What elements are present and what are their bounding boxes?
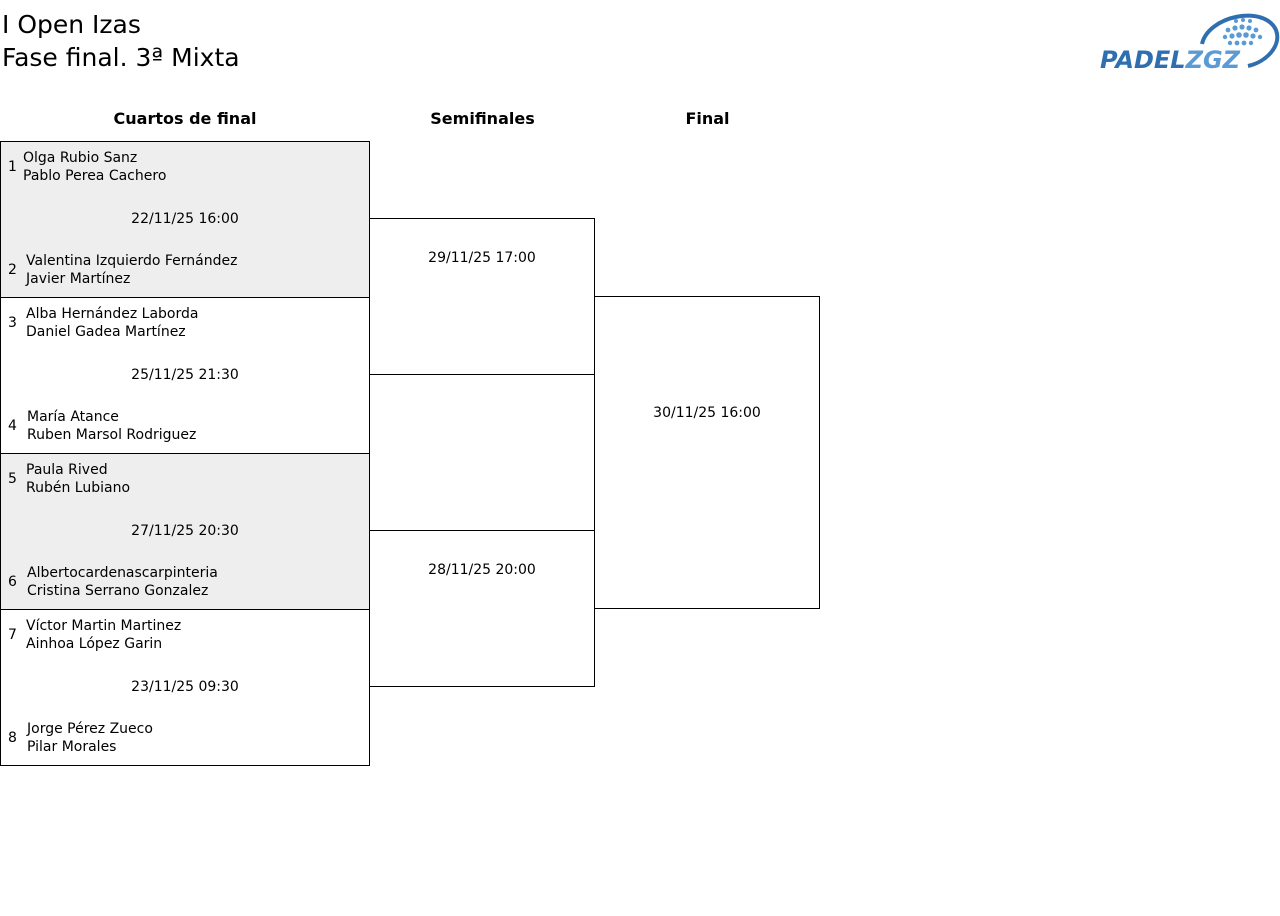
- player-name: Cristina Serrano Gonzalez: [27, 583, 209, 599]
- player-name: Rubén Lubiano: [26, 480, 131, 496]
- round-header-quarters: Cuartos de final: [113, 109, 257, 128]
- match-datetime: 25/11/25 21:30: [131, 367, 239, 383]
- round-header-final: Final: [685, 109, 730, 128]
- seed-number: 4: [8, 418, 17, 434]
- match-datetime: 22/11/25 16:00: [131, 211, 239, 227]
- match-datetime: 29/11/25 17:00: [428, 250, 536, 266]
- player-name: Pablo Perea Cachero: [23, 168, 167, 184]
- team-slot: 5 Paula Rived Rubén Lubiano: [1, 461, 369, 501]
- match-datetime: 28/11/25 20:00: [428, 562, 536, 578]
- team-slot: 8 Jorge Pérez Zueco Pilar Morales: [1, 720, 369, 760]
- player-name: Ruben Marsol Rodriguez: [27, 427, 197, 443]
- player-name: María Atance: [27, 409, 119, 425]
- team-slot: 3 Alba Hernández Laborda Daniel Gadea Ma…: [1, 305, 369, 345]
- seed-number: 7: [8, 627, 17, 643]
- player-name: Valentina Izquierdo Fernández: [26, 253, 238, 269]
- semifinal-match-1: 29/11/25 17:00: [369, 218, 595, 375]
- team-slot: 6 Albertocardenascarpinteria Cristina Se…: [1, 564, 369, 604]
- seed-number: 3: [8, 315, 17, 331]
- player-name: Daniel Gadea Martínez: [26, 324, 186, 340]
- player-name: Olga Rubio Sanz: [23, 150, 138, 166]
- player-name: Ainhoa López Garin: [26, 636, 163, 652]
- round-header-semis: Semifinales: [430, 109, 535, 128]
- player-name: Pilar Morales: [27, 739, 117, 755]
- team-slot: 7 Víctor Martin Martinez Ainhoa López Ga…: [1, 617, 369, 657]
- quarterfinal-match-4: 7 Víctor Martin Martinez Ainhoa López Ga…: [0, 609, 370, 766]
- quarterfinal-match-1: 1 Olga Rubio Sanz Pablo Perea Cachero 22…: [0, 141, 370, 298]
- seed-number: 5: [8, 471, 17, 487]
- player-name: Alba Hernández Laborda: [26, 306, 199, 322]
- match-datetime: 23/11/25 09:30: [131, 679, 239, 695]
- seed-number: 8: [8, 730, 17, 746]
- player-name: Javier Martínez: [26, 271, 131, 287]
- team-slot: 1 Olga Rubio Sanz Pablo Perea Cachero: [1, 149, 369, 189]
- phase-title: Fase final. 3ª Mixta: [2, 43, 240, 72]
- player-name: Jorge Pérez Zueco: [27, 721, 153, 737]
- padelzgz-logo: PADELZGZ: [1096, 8, 1280, 74]
- match-datetime: 27/11/25 20:30: [131, 523, 239, 539]
- match-datetime: 30/11/25 16:00: [653, 405, 761, 421]
- team-slot: 4 María Atance Ruben Marsol Rodriguez: [1, 408, 369, 448]
- padel-ball-icon: [1200, 13, 1280, 68]
- quarterfinal-match-3: 5 Paula Rived Rubén Lubiano 27/11/25 20:…: [0, 453, 370, 610]
- seed-number: 1: [8, 159, 17, 175]
- semifinal-match-2: 28/11/25 20:00: [369, 530, 595, 687]
- quarterfinal-match-2: 3 Alba Hernández Laborda Daniel Gadea Ma…: [0, 297, 370, 454]
- tournament-title: I Open Izas: [2, 10, 141, 39]
- player-name: Albertocardenascarpinteria: [27, 565, 218, 581]
- seed-number: 2: [8, 262, 17, 278]
- team-slot: 2 Valentina Izquierdo Fernández Javier M…: [1, 252, 369, 292]
- final-match: 30/11/25 16:00: [594, 296, 820, 609]
- seed-number: 6: [8, 574, 17, 590]
- player-name: Paula Rived: [26, 462, 108, 478]
- logo-text: PADELZGZ: [1100, 46, 1241, 74]
- player-name: Víctor Martin Martinez: [26, 618, 182, 634]
